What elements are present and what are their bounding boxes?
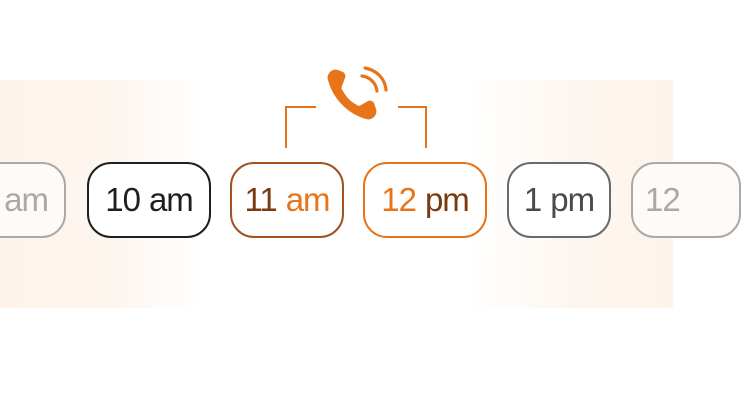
time-slot-row: am 10 am 11 am 12 pm 1 pm 12 xyxy=(0,162,741,238)
time-slot-9am[interactable]: am xyxy=(0,162,66,238)
slot-hour: 10 xyxy=(105,181,141,218)
slot-hour: 11 xyxy=(244,181,277,218)
slot-suffix: am xyxy=(4,181,49,218)
slot-suffix: am xyxy=(285,181,331,218)
time-slot-1pm[interactable]: 1 pm xyxy=(507,162,611,238)
slot-suffix: pm xyxy=(550,181,595,218)
slot-hour: 12 xyxy=(645,181,681,218)
phone-call-icon xyxy=(327,66,388,120)
time-slot-11am[interactable]: 11 am xyxy=(230,162,344,238)
time-slot-next[interactable]: 12 xyxy=(631,162,741,238)
slot-suffix: pm xyxy=(424,181,470,218)
time-slot-10am[interactable]: 10 am xyxy=(87,162,211,238)
slot-hour: 1 xyxy=(523,181,542,218)
time-slot-12pm[interactable]: 12 pm xyxy=(363,162,487,238)
schedule-view: am 10 am 11 am 12 pm 1 pm 12 xyxy=(0,66,741,308)
slot-hour: 12 xyxy=(381,181,417,218)
slot-suffix: am xyxy=(148,181,194,218)
